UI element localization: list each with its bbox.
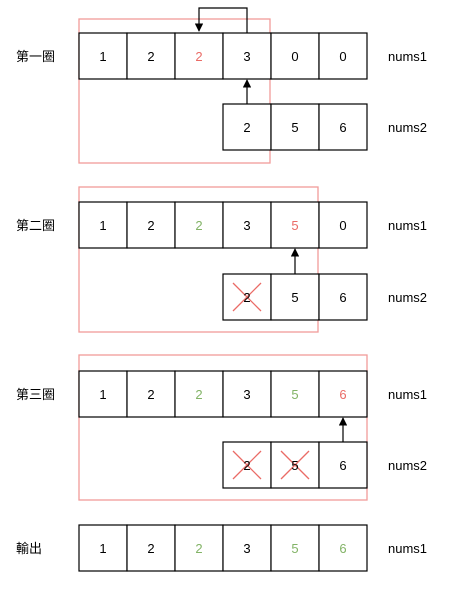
array-cell [318, 32, 368, 80]
cell-value: 2 [147, 49, 154, 64]
cell-value: 3 [243, 49, 250, 64]
move-arrow [194, 7, 248, 33]
array-cell [270, 524, 320, 572]
cross-mark-icon [280, 450, 310, 480]
array-cell [318, 273, 368, 321]
round-label: 第三圈 [16, 388, 55, 403]
array-cell [78, 524, 128, 572]
cell-value: 3 [243, 541, 250, 556]
cell-value: 1 [99, 387, 106, 402]
cell-value: 1 [99, 541, 106, 556]
cell-value: 0 [291, 49, 298, 64]
cross-mark-icon [232, 450, 262, 480]
cell-value: 2 [243, 290, 250, 305]
array-name-label: nums2 [388, 290, 427, 305]
cell-value: 0 [339, 218, 346, 233]
comparison-frame [78, 354, 368, 501]
array-cell [318, 441, 368, 489]
round-label: 第二圈 [16, 219, 55, 234]
array-name-label: nums1 [388, 387, 427, 402]
nums2-row: 2 5 6 [222, 103, 368, 151]
array-cell [270, 103, 320, 151]
nums2-row: 2 5 6 [222, 273, 368, 321]
round-label: 輸出 [16, 542, 42, 557]
cell-value: 2 [195, 49, 202, 64]
cell-value: 6 [339, 387, 346, 402]
cell-value: 5 [291, 218, 298, 233]
array-cell [270, 273, 320, 321]
array-cell [270, 201, 320, 249]
cell-value: 5 [291, 387, 298, 402]
array-cell [222, 103, 272, 151]
cell-value: 6 [339, 541, 346, 556]
cell-value: 1 [99, 218, 106, 233]
cell-value: 2 [147, 541, 154, 556]
cell-value: 5 [291, 120, 298, 135]
cell-value: 5 [291, 290, 298, 305]
cell-value: 3 [243, 218, 250, 233]
cell-value: 2 [147, 387, 154, 402]
array-name-label: nums2 [388, 458, 427, 473]
cell-value: 6 [339, 458, 346, 473]
array-name-label: nums1 [388, 541, 427, 556]
output-row: 1 2 2 3 5 6 [78, 524, 368, 572]
cell-value: 5 [291, 541, 298, 556]
cell-value: 6 [339, 290, 346, 305]
cell-value: 2 [195, 541, 202, 556]
cell-value: 2 [243, 458, 250, 473]
cell-value: 0 [339, 49, 346, 64]
array-cell [222, 524, 272, 572]
cross-mark-icon [232, 282, 262, 312]
nums1-row: 1 2 2 3 0 0 [78, 32, 368, 80]
cell-value: 1 [99, 49, 106, 64]
array-name-label: nums1 [388, 49, 427, 64]
array-cell [270, 441, 320, 489]
array-cell [78, 201, 128, 249]
array-cell [318, 103, 368, 151]
cell-value: 2 [147, 218, 154, 233]
array-cell [78, 32, 128, 80]
cell-value: 2 [195, 387, 202, 402]
array-cell [126, 32, 176, 80]
nums1-row: 1 2 2 3 5 6 [78, 370, 368, 418]
cell-value: 6 [339, 120, 346, 135]
array-name-label: nums1 [388, 218, 427, 233]
cell-value: 5 [291, 458, 298, 473]
array-cell [270, 32, 320, 80]
array-cell [270, 370, 320, 418]
array-cell [174, 201, 224, 249]
nums2-row: 2 5 6 [222, 441, 368, 489]
array-cell [318, 524, 368, 572]
cell-value: 2 [243, 120, 250, 135]
nums1-row: 1 2 2 3 5 0 [78, 201, 368, 249]
cell-value: 2 [195, 218, 202, 233]
round-label: 第一圈 [16, 50, 55, 65]
array-cell [318, 201, 368, 249]
array-cell [318, 370, 368, 418]
comparison-frame [78, 186, 319, 333]
cell-value: 3 [243, 387, 250, 402]
array-name-label: nums2 [388, 120, 427, 135]
comparison-frame [78, 18, 271, 164]
